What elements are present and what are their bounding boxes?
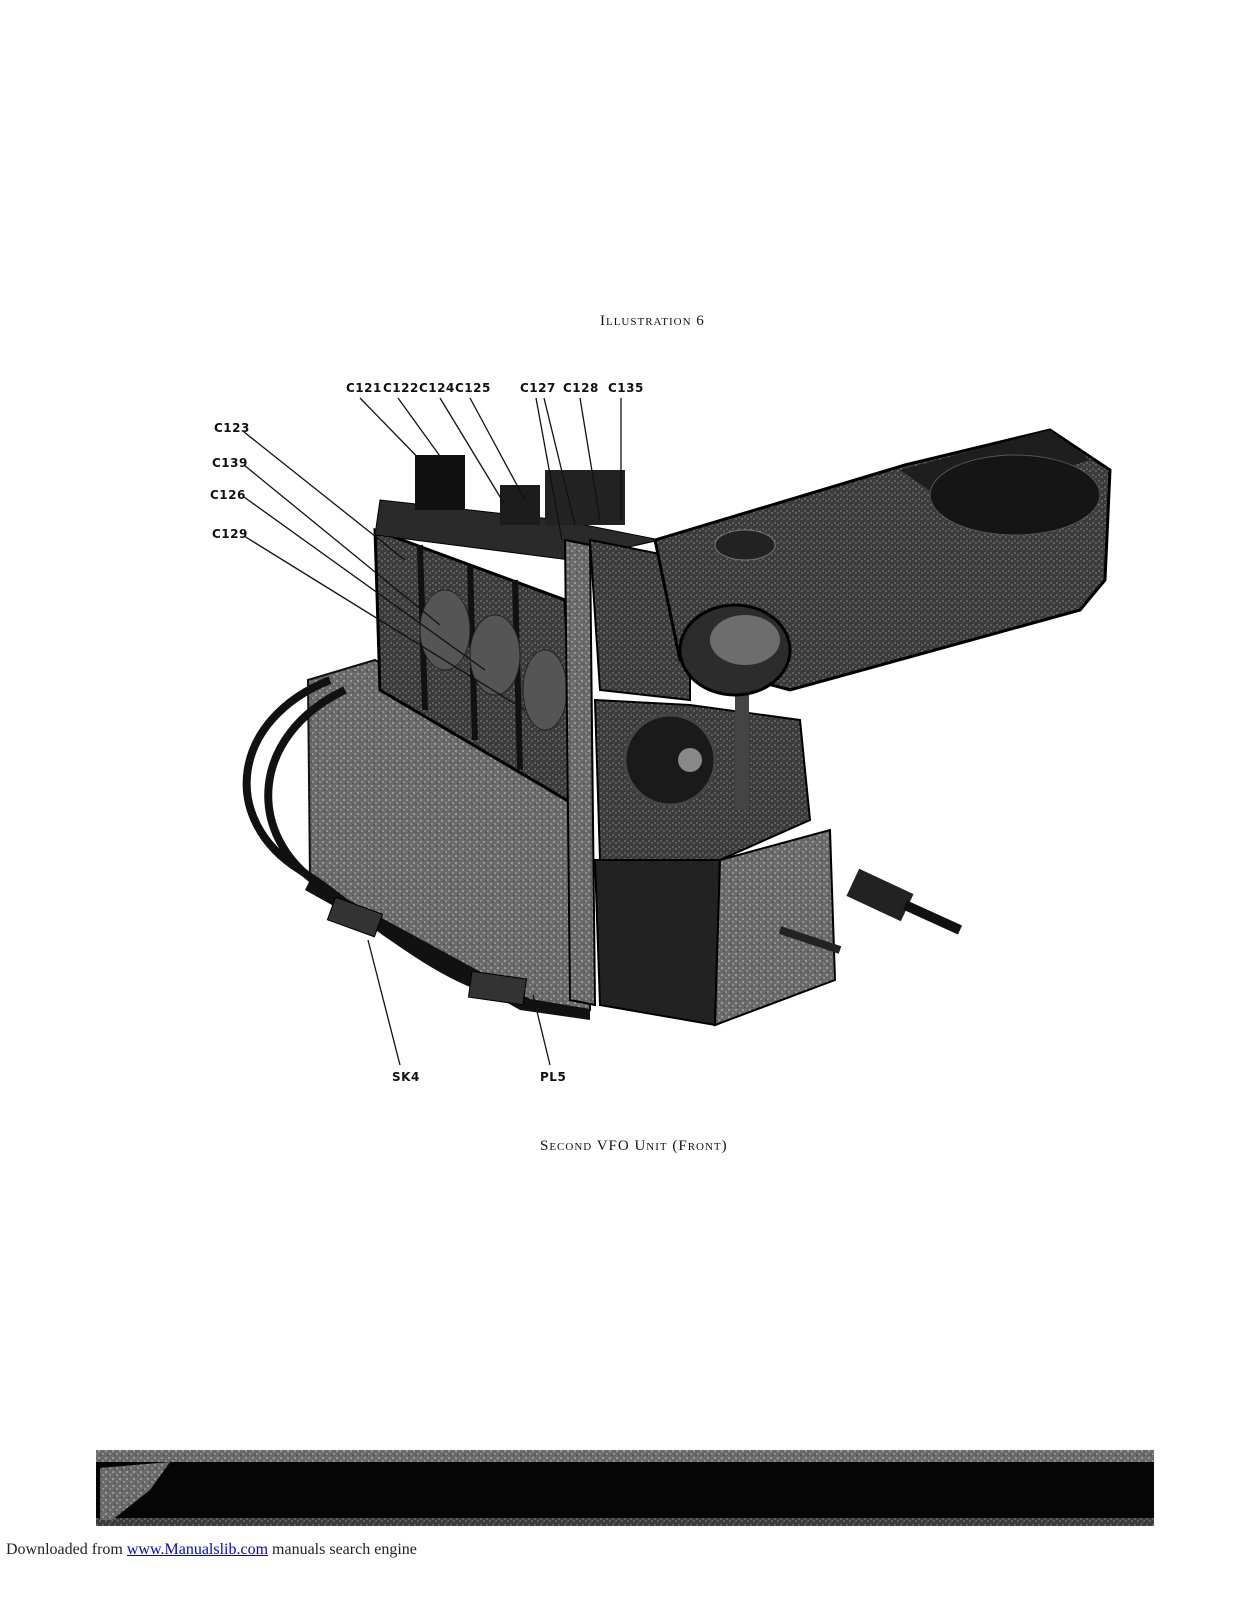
figure-caption: Second VFO Unit (Front) <box>540 1138 728 1154</box>
callout-c125: C125 <box>455 381 491 395</box>
callout-c129: C129 <box>212 527 248 541</box>
footer-prefix: Downloaded from <box>6 1541 127 1558</box>
callout-c126: C126 <box>210 488 246 502</box>
callout-pl5: PL5 <box>540 1070 567 1084</box>
callout-c124: C124 <box>419 381 455 395</box>
callout-c128: C128 <box>563 381 599 395</box>
callout-c122: C122 <box>383 381 419 395</box>
callout-sk4: SK4 <box>392 1070 420 1084</box>
connector-pl5 <box>467 970 528 1006</box>
callout-c127: C127 <box>520 381 556 395</box>
front-plate <box>563 538 597 1007</box>
callout-c135: C135 <box>608 381 644 395</box>
callout-c123: C123 <box>214 421 250 435</box>
callout-c121: C121 <box>346 381 382 395</box>
connector-sk4 <box>326 896 384 938</box>
download-footer: Downloaded from www.Manualslib.com manua… <box>6 1541 417 1559</box>
leader-lines <box>243 397 622 1066</box>
manualslib-link[interactable]: www.Manualslib.com <box>126 1541 269 1558</box>
figure-heading: Illustration 6 <box>600 313 705 329</box>
tuning-arm <box>653 428 1112 697</box>
drive-housing <box>588 538 842 1027</box>
side-connector <box>846 868 963 935</box>
footer-suffix: manuals search engine <box>268 1541 417 1558</box>
callout-c139: C139 <box>212 456 248 470</box>
scan-edge-band <box>96 1450 1154 1526</box>
